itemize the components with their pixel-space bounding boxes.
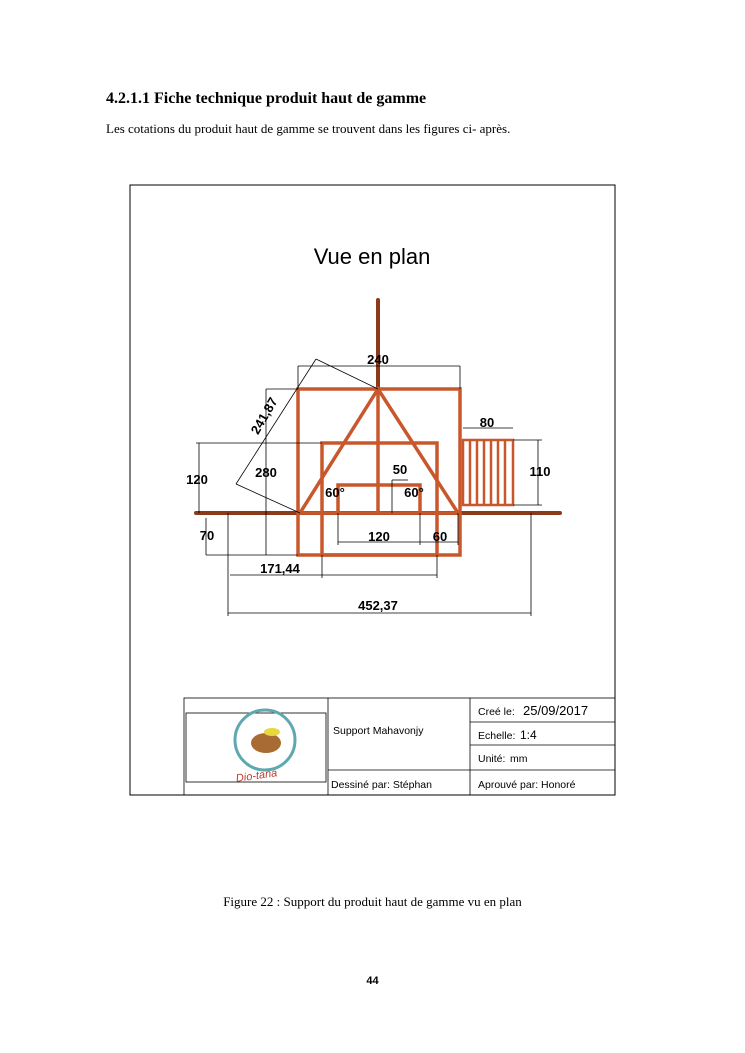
- intro-paragraph: Les cotations du produit haut de gamme s…: [106, 121, 511, 136]
- dim-80: 80: [480, 415, 494, 430]
- dim-171-44: 171,44: [260, 561, 301, 576]
- angle-left: 60°: [325, 485, 345, 500]
- dim-120-left: 120: [186, 472, 208, 487]
- product-name: Support Mahavonjy: [333, 725, 424, 737]
- dim-240: 240: [367, 352, 389, 367]
- support-structure: [194, 298, 562, 557]
- angle-right: 60°: [404, 485, 424, 500]
- dim-50: 50: [393, 462, 407, 477]
- scale-value: 1:4: [520, 728, 537, 742]
- unit-value: mm: [510, 753, 528, 765]
- dimension-labels: 240 241,87 120 280 70 171,44 452,37 120 …: [186, 352, 550, 613]
- logo: Dio-tana: [233, 708, 297, 785]
- scale-label: Echelle:: [478, 730, 515, 742]
- created-date: 25/09/2017: [523, 703, 588, 718]
- drawing-title: Vue en plan: [314, 244, 431, 269]
- stairs: [461, 438, 515, 507]
- unit-label: Unité:: [478, 753, 505, 765]
- dim-70: 70: [200, 528, 214, 543]
- section-heading: 4.2.1.1 Fiche technique produit haut de …: [106, 90, 427, 107]
- dim-120-small: 120: [368, 529, 390, 544]
- logo-text: Dio-tana: [235, 767, 278, 785]
- created-label: Creé le:: [478, 706, 515, 718]
- title-block: [183, 697, 616, 796]
- figure-caption: Figure 22 : Support du produit haut de g…: [223, 894, 522, 909]
- dimension-lines: [196, 358, 542, 616]
- dim-110: 110: [530, 464, 551, 479]
- approved-by: Aprouvé par: Honoré: [478, 779, 576, 791]
- dim-241-87: 241,87: [248, 395, 281, 437]
- drawn-by: Dessiné par: Stéphan: [331, 779, 432, 791]
- page-number: 44: [366, 975, 379, 987]
- dim-60: 60: [433, 529, 447, 544]
- dim-452-37: 452,37: [358, 598, 398, 613]
- dim-280: 280: [255, 465, 277, 480]
